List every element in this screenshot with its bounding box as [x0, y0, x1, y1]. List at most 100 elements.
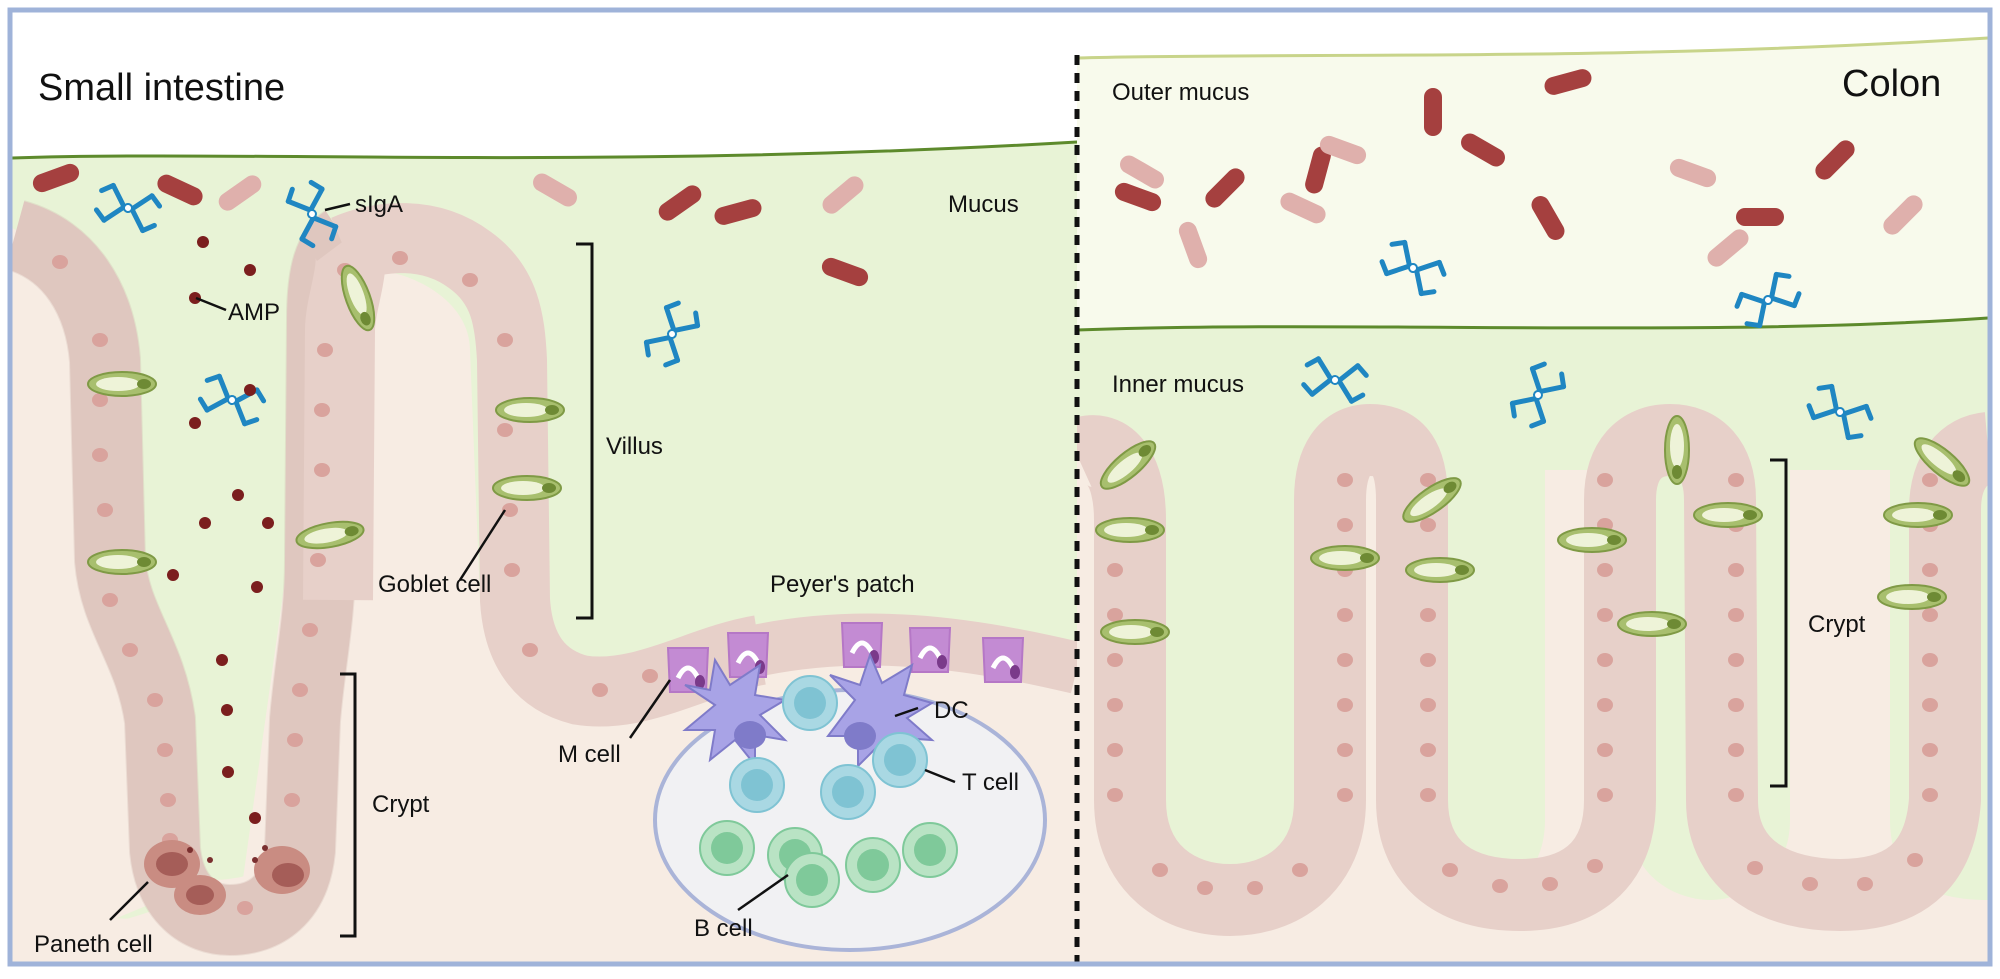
cell-nucleus	[1857, 877, 1873, 891]
cell-nucleus	[314, 403, 330, 417]
bacterium	[533, 173, 577, 207]
amp-dots	[167, 236, 274, 824]
amp-dot	[197, 236, 209, 248]
cell-nucleus	[1922, 788, 1938, 802]
goblet-cell	[1310, 545, 1380, 571]
antibody-icon	[285, 179, 339, 249]
colon-antibodies	[1301, 239, 1874, 441]
cell-nucleus	[1922, 743, 1938, 757]
bacterium	[218, 175, 262, 211]
bacterium	[1669, 158, 1717, 188]
cell-nucleus	[92, 393, 108, 407]
amp-dot	[222, 766, 234, 778]
cell-nucleus	[1420, 653, 1436, 667]
cell-nucleus	[1597, 473, 1613, 487]
cell-nucleus	[1587, 859, 1603, 873]
villus-label: Villus	[606, 433, 663, 460]
goblet-cell	[495, 397, 565, 423]
cell-nucleus	[1292, 863, 1308, 877]
cell-nucleus	[504, 563, 520, 577]
paneth-cells	[144, 840, 310, 915]
t-cells	[729, 675, 928, 820]
cell-nucleus	[1420, 473, 1436, 487]
cell-nucleus	[1197, 881, 1213, 895]
cell-nucleus	[1597, 608, 1613, 622]
cell-nucleus	[642, 669, 658, 683]
cell-nucleus	[1728, 788, 1744, 802]
antibody-icon	[197, 373, 267, 427]
b-cells	[699, 820, 958, 908]
bacterium	[1114, 182, 1162, 212]
cell-nucleus	[1152, 863, 1168, 877]
inner-mucus-label: Inner mucus	[1112, 371, 1244, 398]
amp-dot	[167, 569, 179, 581]
immune-cell	[820, 764, 876, 820]
bacterium	[714, 199, 762, 225]
cell-nucleus	[1442, 863, 1458, 877]
cell-nucleus	[1922, 563, 1938, 577]
goblet-cell	[1913, 437, 1971, 487]
cell-nucleus	[1337, 473, 1353, 487]
goblet-cell	[295, 520, 365, 550]
cell-nucleus	[97, 503, 113, 517]
bacterium	[1707, 229, 1749, 267]
bacterium	[1178, 221, 1208, 269]
cell-nucleus	[592, 683, 608, 697]
cell-nucleus	[1922, 653, 1938, 667]
bacterium	[1883, 195, 1923, 235]
bacterium	[821, 257, 869, 287]
cell-nucleus	[1597, 698, 1613, 712]
b-cell-label: B cell	[694, 915, 753, 942]
cell-nucleus	[1922, 473, 1938, 487]
cell-nucleus	[1597, 788, 1613, 802]
m-cell-leader	[628, 679, 672, 739]
small-intestine-nuclei	[52, 251, 658, 915]
m-cell	[726, 632, 770, 678]
goblet-cell	[1100, 619, 1170, 645]
amp-label: AMP	[228, 299, 280, 326]
goblet-cell	[87, 371, 157, 397]
peyers-patch-label: Peyer's patch	[770, 571, 915, 598]
amp-dot	[221, 704, 233, 716]
cell-nucleus	[1492, 879, 1508, 893]
cell-nucleus	[157, 743, 173, 757]
amp-leader	[195, 296, 227, 312]
bacterium	[822, 176, 864, 214]
amp-dot	[249, 812, 261, 824]
cell-nucleus	[1728, 653, 1744, 667]
small-intestine-bacteria	[32, 163, 869, 287]
cell-nucleus	[1420, 788, 1436, 802]
cell-nucleus	[1247, 881, 1263, 895]
mucus-label: Mucus	[948, 191, 1019, 218]
goblet-cell	[1877, 584, 1947, 610]
cell-nucleus	[1907, 853, 1923, 867]
m-cell	[840, 622, 884, 668]
cell-nucleus	[1728, 743, 1744, 757]
amp-dot	[189, 417, 201, 429]
cell-nucleus	[502, 503, 518, 517]
cell-nucleus	[237, 901, 253, 915]
amp-dot	[244, 384, 256, 396]
antibody-icon	[1734, 271, 1802, 329]
t-cell-leader	[924, 768, 956, 784]
antibody-icon	[93, 182, 163, 234]
cell-nucleus	[462, 273, 478, 287]
bacterium	[1319, 135, 1367, 165]
amp-dot	[216, 654, 228, 666]
cell-nucleus	[1728, 563, 1744, 577]
goblet-cell	[1664, 415, 1690, 485]
villus-bracket	[576, 242, 594, 620]
cell-nucleus	[1337, 608, 1353, 622]
goblet-cell-label: Goblet cell	[378, 571, 491, 598]
cell-nucleus	[284, 793, 300, 807]
crypt-label-right: Crypt	[1808, 611, 1866, 638]
dc-leader	[894, 706, 919, 718]
small-intestine-panel: Small intestine Mucus sIgA AMP Villus Go…	[12, 12, 1077, 962]
bacterium	[1815, 140, 1855, 180]
small-intestine-antibodies	[93, 179, 701, 427]
goblet-cell	[340, 264, 376, 332]
sIgA-leader	[324, 202, 351, 212]
antibody-icon	[1509, 361, 1567, 429]
colon-panel: Colon Outer mucus Inner mucus Crypt	[1077, 12, 1988, 962]
goblet-cell	[1099, 440, 1157, 490]
